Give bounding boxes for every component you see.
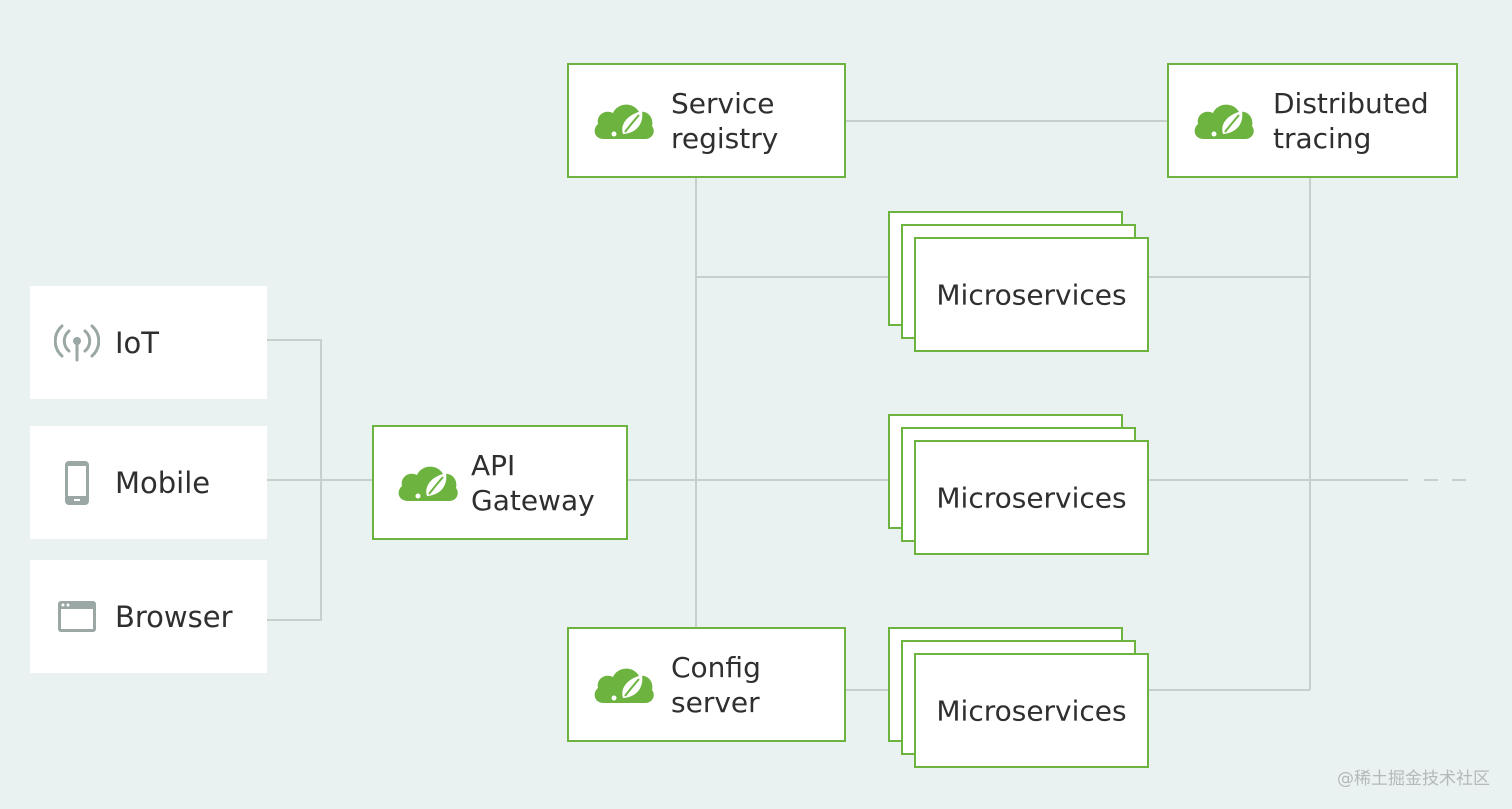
spring-cloud-icon [594, 668, 654, 703]
microservices-label: Microservices [936, 694, 1127, 727]
microservices-stack-1: Microservices [888, 211, 1150, 353]
microservices-stack-3: Microservices [888, 627, 1150, 769]
service-registry-box: Service registry [567, 63, 846, 178]
client-browser: Browser [30, 560, 267, 673]
api-gateway-box: API Gateway [372, 425, 628, 540]
microservices-label: Microservices [936, 481, 1127, 514]
stack-card-front: Microservices [914, 440, 1149, 555]
config-server-label: Config server [671, 650, 761, 719]
antenna-icon [54, 324, 100, 361]
spring-cloud-icon [1194, 104, 1254, 139]
service-registry-label: Service registry [671, 86, 779, 155]
mobile-phone-icon [65, 460, 89, 505]
gateway-label: API Gateway [471, 448, 595, 517]
spring-cloud-icon [398, 466, 458, 501]
spring-cloud-icon [594, 104, 654, 139]
browser-window-icon [58, 600, 96, 632]
client-label: IoT [115, 325, 160, 360]
client-label: Mobile [115, 465, 211, 500]
client-label: Browser [115, 599, 233, 634]
client-iot: IoT [30, 286, 267, 399]
stack-card-front: Microservices [914, 653, 1149, 768]
distributed-tracing-box: Distributed tracing [1167, 63, 1458, 178]
microservices-label: Microservices [936, 278, 1127, 311]
client-mobile: Mobile [30, 426, 267, 539]
microservices-stack-2: Microservices [888, 414, 1150, 556]
watermark-text: @稀土掘金技术社区 [1337, 769, 1490, 789]
config-server-box: Config server [567, 627, 846, 742]
distributed-tracing-label: Distributed tracing [1273, 86, 1429, 155]
stack-card-front: Microservices [914, 237, 1149, 352]
